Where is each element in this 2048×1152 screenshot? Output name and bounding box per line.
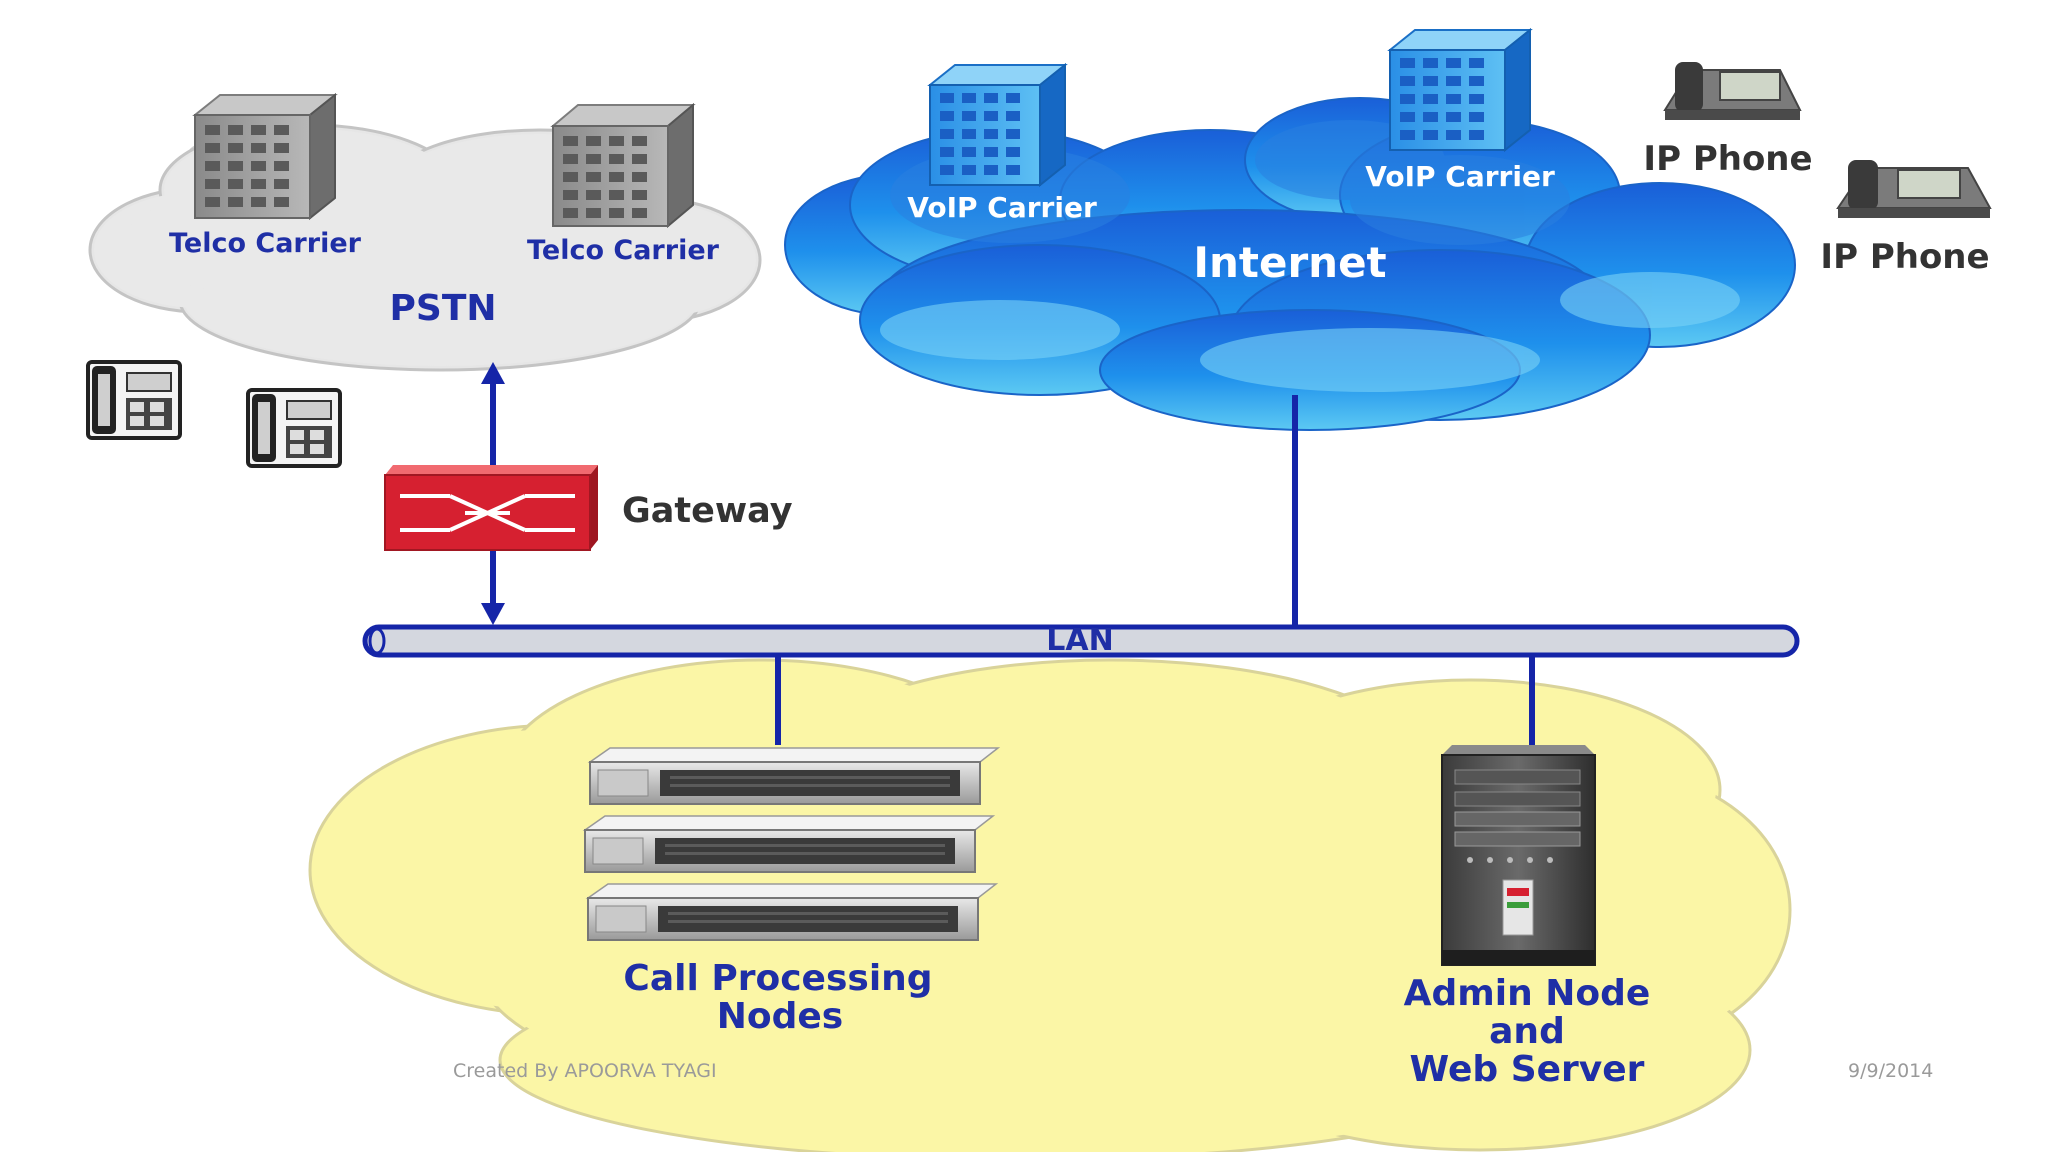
telco-building-icon <box>550 102 696 229</box>
voip-carrier-building-icon <box>927 62 1068 188</box>
internet-label: Internet <box>1193 238 1386 287</box>
telco-building-icon <box>192 92 338 221</box>
ip-phone-label: IP Phone <box>1643 139 1812 179</box>
rack-server-icon <box>587 747 1001 805</box>
footer-author: Created By APOORVA TYAGI <box>453 1060 717 1082</box>
ip-phone-label: IP Phone <box>1820 237 1989 277</box>
gateway-label: Gateway <box>622 491 793 531</box>
voip-carrier-label: VoIP Carrier <box>907 191 1097 224</box>
telco-carrier-label: Telco Carrier <box>527 235 720 266</box>
call-processing-label: Nodes <box>717 996 843 1037</box>
ip-phone-icon <box>1836 160 1992 218</box>
rack-server-icon <box>585 883 999 941</box>
rack-server-icon <box>582 815 996 873</box>
admin-label: Web Server <box>1410 1049 1645 1090</box>
voip-carrier-label: VoIP Carrier <box>1365 160 1555 193</box>
ip-phone-icon <box>1663 62 1802 120</box>
desk-phone-icon <box>86 360 182 440</box>
lan-label: LAN <box>1046 623 1113 658</box>
lan-bus <box>362 624 1800 658</box>
pstn-label: PSTN <box>390 288 497 329</box>
arrowheads <box>481 362 505 625</box>
network-links <box>490 375 1535 745</box>
gateway-router-icon <box>384 465 598 551</box>
telco-carrier-label: Telco Carrier <box>169 228 362 259</box>
arrow-down-icon <box>481 603 505 625</box>
internet-cloud <box>784 97 1796 431</box>
call-processing-label: Call Processing <box>623 958 932 999</box>
footer-date: 9/9/2014 <box>1848 1060 1933 1082</box>
admin-label: and <box>1489 1011 1565 1052</box>
tower-server-icon <box>1441 745 1596 966</box>
voip-carrier-building-icon <box>1387 27 1533 153</box>
admin-label: Admin Node <box>1404 973 1651 1014</box>
desk-phone-icon <box>246 388 342 468</box>
arrow-up-icon <box>481 362 505 384</box>
